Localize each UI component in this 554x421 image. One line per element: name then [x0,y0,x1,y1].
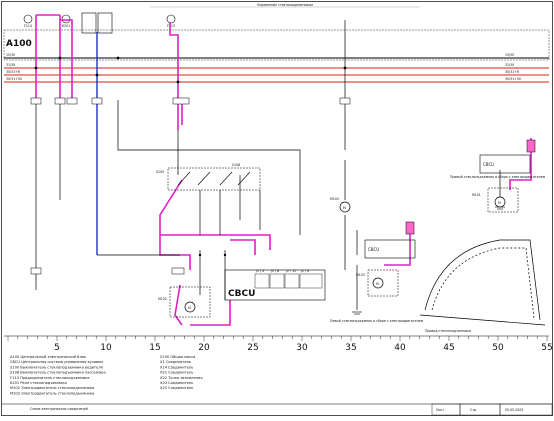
black-wires [35,20,501,310]
ecu-block [224,269,326,301]
svg-text:F113: F113 [167,24,175,28]
ecu-right-label: CBCU [483,162,494,167]
svg-text:M: M [498,201,501,205]
ecu-label: CBCU [228,289,255,299]
axis-number: 40 [394,343,406,353]
fuse-k3: F113 [166,14,176,28]
legend-right-entry: S190 Общая масса [160,355,195,359]
relay-k2: K201 [61,14,71,28]
relay-box-2 [97,12,113,34]
footer-mid1: Лист [436,408,444,412]
junction-dots [34,56,347,257]
motor-m102: M M102 [158,286,211,318]
axis-number: 45 [443,343,454,353]
bus-right-label-2: 31/30 [505,63,514,67]
axis-number: 30 [296,343,308,353]
axis-number: 35 [345,343,356,353]
axis-number: 5 [54,343,60,353]
bus-right-label-4: 30/31+50 [505,77,521,81]
ecu-terminals: J2 / 4 J2 / 8 J2 / 12 J2 / 6 [254,269,323,289]
svg-text:M104: M104 [330,197,339,201]
note-right-top: Правый стеклоподъемник в сборе с электро… [450,175,546,179]
axis-numbers: 5 10 15 20 25 30 35 40 45 50 55 [54,343,553,353]
svg-text:M: M [188,306,191,310]
svg-text:M101: M101 [472,193,481,197]
axis-number: 10 [100,343,112,353]
bus-label-2: 31/30 [6,63,15,67]
footer-cell-3 [499,403,553,416]
axis-number: 15 [149,343,160,353]
footer-mid2: Стр. [470,408,477,412]
bus-right-label-3: 30/31+R [505,70,520,74]
svg-text:J2 / 8: J2 / 8 [270,269,279,273]
footer-cell-2 [459,403,501,416]
svg-text:J2 / 6: J2 / 6 [300,269,309,273]
bus-label-3: 30/31+R [6,70,21,74]
svg-text:F114: F114 [24,24,32,28]
motor-m103: M M103 [356,269,399,297]
switch-label-1: S100 [156,170,164,174]
motor-m104: M M104 [330,197,351,213]
note-right-bottom: Левый стеклоподъемник в сборе с электрод… [330,319,424,323]
legend-left-entry: M103 Электродвигатель стеклоподъемника [10,391,94,395]
switch-label-2: S108 [232,163,240,167]
motor-m101: M M101 [472,187,519,213]
ecu-mid-label: CBCU [368,247,379,252]
legend-right-entry: X25 Соединитель [160,386,193,390]
magenta-wires [35,14,532,326]
diagram-title: Управление стеклоподъемником [257,3,313,7]
svg-text:M: M [376,282,379,286]
legend-right-entry: X24 Соединитель [160,381,193,385]
svg-text:J2 / 4: J2 / 4 [255,269,264,273]
switch-assembly-box [167,167,261,191]
legend-left: A100 Центральный электрический блокCBCU … [10,355,106,395]
footer-right: 05.05.2005 [505,408,523,412]
ground-symbols [352,206,505,315]
bus-label-1: 15/30 [6,53,15,57]
svg-text:M102: M102 [158,297,167,301]
fuse-right-mid [405,221,415,235]
axis-number: 20 [198,343,210,353]
connector-blocks [30,97,351,275]
central-unit-box [3,29,550,61]
ecu-mid-block [364,239,416,259]
fuse-k1: F114 [23,14,33,28]
ecu-right-block [479,154,531,174]
legend-left-entry: A100 Центральный электрический блок [10,355,87,359]
bus-label-4: 30/31+50 [6,77,22,81]
legend-right-entry: X1 Соединитель [160,360,191,364]
bus-right-label-1: 15/30 [505,53,514,57]
legend-right-entry: X14 Соединитель [160,365,193,369]
fuse-right-top [526,139,536,153]
legend-left-entry: S108 Выключатель стеклоподъемника пассаж… [10,371,106,375]
svg-text:K201: K201 [62,24,70,28]
legend-right-entry: X21 Соединитель [160,371,193,375]
axis-number: 55 [541,343,552,353]
axis-number: 25 [247,343,258,353]
svg-text:M103: M103 [356,273,365,277]
legend-left-entry: K201 Реле стеклоподъемника [10,381,67,385]
relay-box [81,12,97,34]
central-unit-label: A100 [6,39,32,49]
legend-left-entry: M102 Электродвигатель стеклоподъемника [10,386,94,390]
legend-left-entry: CBCU Центральная система управления кузо… [10,360,103,364]
svg-text:M: M [343,206,346,210]
note-bottom-box: Привод стеклоподъемника [425,329,471,333]
axis-ticks [7,336,548,341]
legend-left-entry: F113 Предохранитель стеклоподъемника [10,376,90,380]
door-window-outline [419,239,546,326]
axis-number: 50 [492,343,504,353]
switch-contacts [177,171,251,186]
svg-text:J2 / 12: J2 / 12 [285,269,296,273]
legend-right-entry: X22 Точка заземления [160,376,203,380]
footer-left: Схема электрических соединений [30,407,88,411]
legend-left-entry: S100 Выключатель стеклоподъемника водите… [10,365,103,369]
